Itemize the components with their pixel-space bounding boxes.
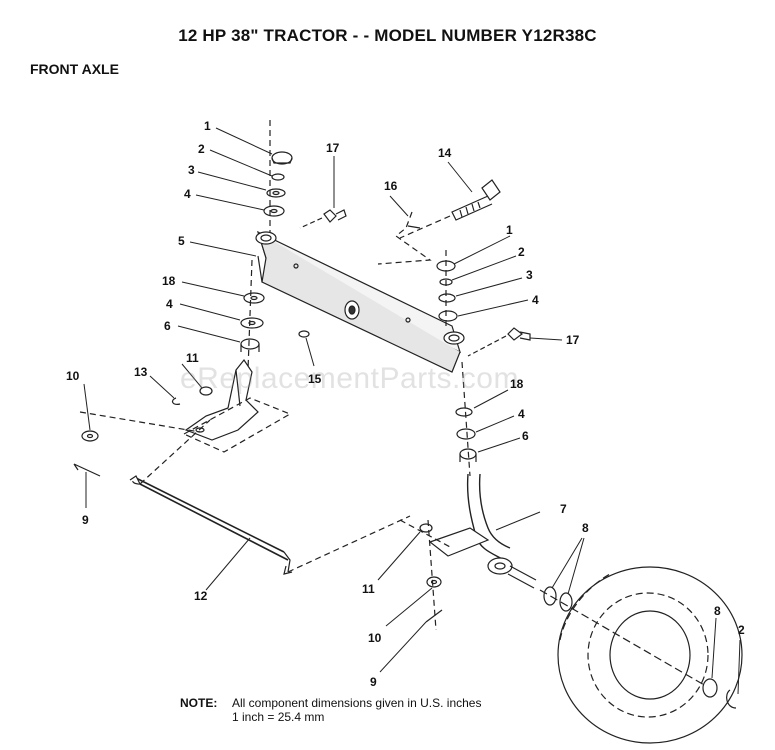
callout-2: 2 (738, 623, 745, 637)
right-spindle (399, 473, 537, 589)
axle-beam (255, 230, 465, 373)
front-tire (539, 566, 743, 744)
callout-4: 4 (532, 293, 539, 307)
left-spindle (79, 358, 292, 453)
callout-6: 6 (164, 319, 171, 333)
callout-1: 1 (506, 223, 513, 237)
callout-8: 8 (714, 604, 721, 618)
callout-2: 2 (518, 245, 525, 259)
watermark: eReplacementParts.com (180, 362, 519, 395)
callout-17: 17 (326, 141, 340, 155)
callout-18: 18 (510, 377, 524, 391)
callout-4: 4 (184, 187, 191, 201)
callout-12: 12 (194, 589, 208, 603)
note-label: NOTE: (180, 696, 218, 710)
grease-fitting-left (299, 209, 347, 229)
callout-16: 16 (384, 179, 398, 193)
diagram-title: 12 HP 38" TRACTOR - - MODEL NUMBER Y12R3… (178, 26, 597, 45)
note-text-line-2: 1 inch = 25.4 mm (232, 710, 325, 724)
tie-rod (129, 419, 411, 575)
callout-15: 15 (308, 372, 322, 386)
callout-10: 10 (368, 631, 382, 645)
callout-4: 4 (518, 407, 525, 421)
note-text-line-1: All component dimensions given in U.S. i… (232, 696, 482, 710)
left-lower-washers (240, 259, 265, 371)
callout-13: 13 (134, 365, 148, 379)
callout-8: 8 (582, 521, 589, 535)
callout-3: 3 (188, 163, 195, 177)
callout-17: 17 (566, 333, 580, 347)
callout-18: 18 (162, 274, 176, 288)
callout-7: 7 (560, 502, 567, 516)
left-pivot-hardware (263, 120, 293, 232)
callout-5: 5 (178, 234, 185, 248)
section-title: FRONT AXLE (30, 61, 119, 77)
callout-11: 11 (362, 582, 375, 596)
leader-lines (83, 127, 741, 695)
callout-6: 6 (522, 429, 529, 443)
pivot-bolt (399, 179, 501, 239)
callout-11: 11 (186, 351, 199, 365)
callout-1: 1 (204, 119, 211, 133)
callout-9: 9 (370, 675, 377, 689)
right-lower-washers (455, 361, 477, 477)
callout-10: 10 (66, 369, 80, 383)
callout-9: 9 (82, 513, 89, 527)
right-pivot-hardware (436, 250, 458, 330)
callout-14: 14 (438, 146, 452, 160)
callout-4: 4 (166, 297, 173, 311)
callout-2: 2 (198, 142, 205, 156)
callout-3: 3 (526, 268, 533, 282)
